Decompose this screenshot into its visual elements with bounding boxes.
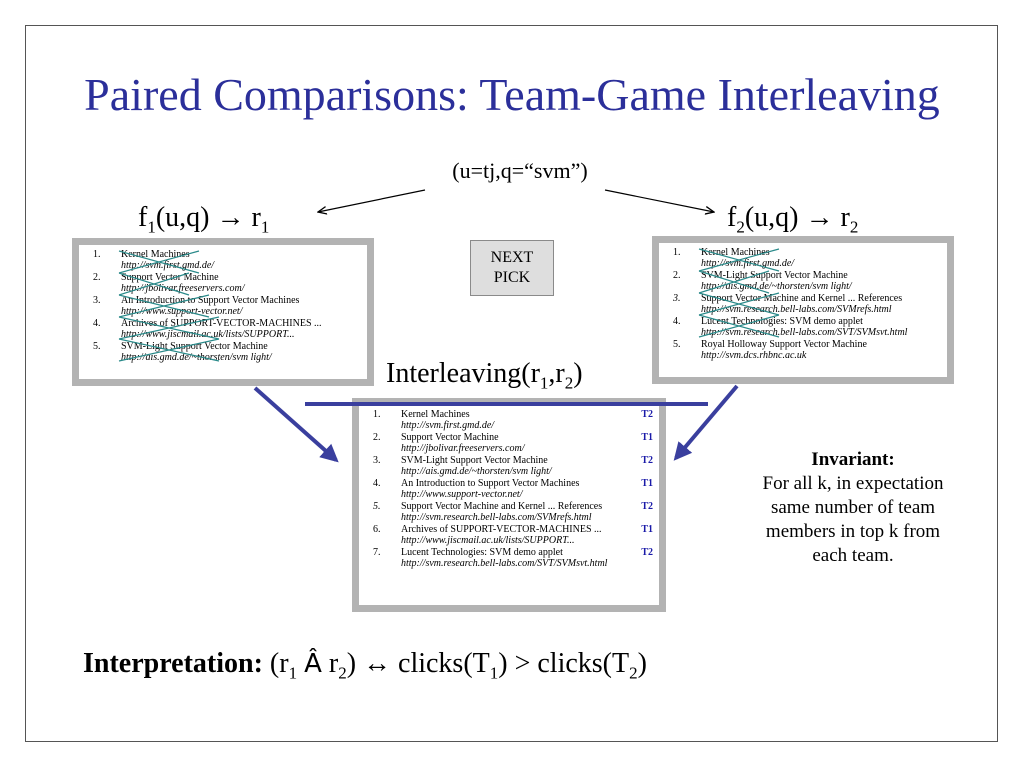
next-pick-line2: PICK: [493, 269, 531, 286]
list-item[interactable]: 6.Archives of SUPPORT-VECTOR-MACHINES ..…: [373, 524, 653, 546]
invariant-heading: Invariant:: [811, 449, 895, 470]
team-badge: T2: [641, 501, 653, 512]
team-badge: T1: [641, 478, 653, 489]
team-badge: T2: [641, 547, 653, 558]
interpretation-label: Interpretation:: [83, 648, 263, 679]
list-item[interactable]: 5.Support Vector Machine and Kernel ... …: [373, 501, 653, 523]
invariant-line: For all k, in expectation: [762, 473, 944, 494]
team-badge: T2: [641, 455, 653, 466]
next-pick-line1: NEXT: [490, 249, 534, 266]
team-badge: T1: [641, 432, 653, 443]
interpretation-line: Interpretation: (r1 Â r2) ↔ clicks(T1) >…: [83, 648, 647, 683]
interleaving-label: Interleaving(r1,r2): [386, 358, 583, 393]
invariant-line: each team.: [812, 545, 894, 566]
f2-label: f2(u,q) → r2: [727, 202, 859, 237]
invariant-line: members in top k from: [765, 521, 941, 542]
list-item[interactable]: 4.Archives of SUPPORT-VECTOR-MACHINES ..…: [93, 318, 322, 340]
f1-label: f1(u,q) → r1: [138, 202, 270, 237]
next-pick-button[interactable]: NEXT PICK: [470, 240, 554, 296]
team-badge: T1: [641, 524, 653, 535]
list-item[interactable]: 4.An Introduction to Support Vector Mach…: [373, 478, 653, 500]
list-item[interactable]: 3.Support Vector Machine and Kernel ... …: [673, 293, 903, 315]
list-item[interactable]: 3.An Introduction to Support Vector Mach…: [93, 295, 300, 317]
query-label: (u=tj,q=“svm”): [452, 158, 588, 183]
slide-title: Paired Comparisons: Team-Game Interleavi…: [84, 69, 940, 120]
invariant-note: Invariant: For all k, in expectation sam…: [740, 448, 966, 568]
invariant-line: same number of team: [770, 497, 936, 518]
team-badge: T2: [641, 409, 653, 420]
